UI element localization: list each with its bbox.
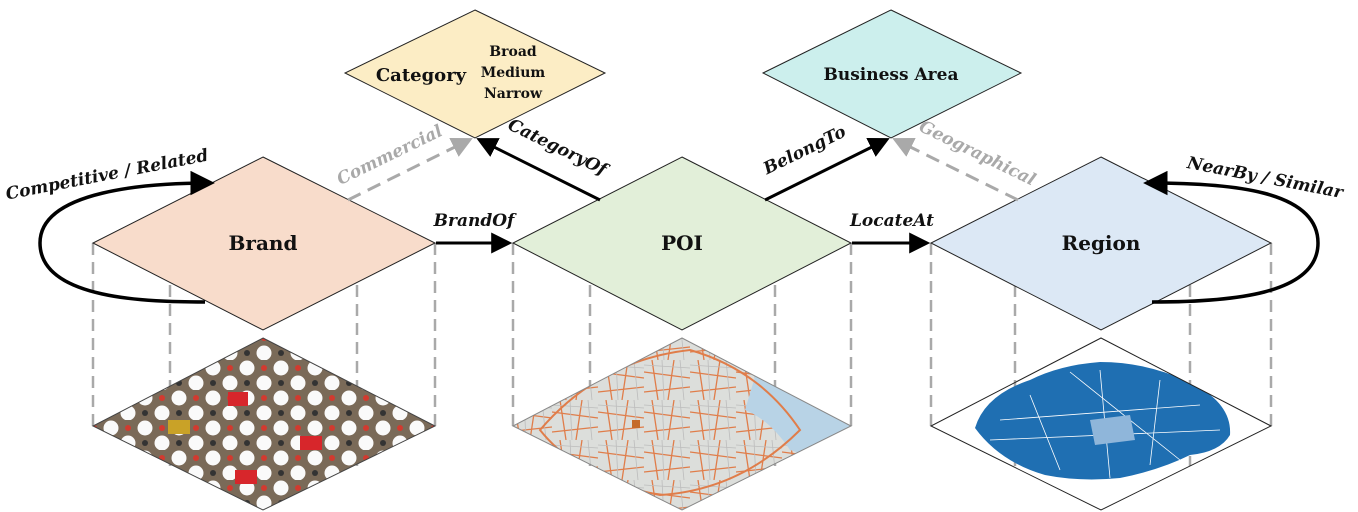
category-level-broad: Broad <box>489 44 537 60</box>
brand-logo-image <box>93 338 435 510</box>
locate-at-label: LocateAt <box>849 211 934 231</box>
region-self-loop-arrow <box>1143 170 1320 304</box>
business-area-node <box>761 9 1023 139</box>
geographical-dashed-arrow <box>892 137 1019 202</box>
region-image-frame <box>929 337 1273 511</box>
category-level-medium: Medium <box>481 65 546 81</box>
belong-to-label: BelongTo <box>759 122 849 180</box>
brand-self-label: Competitive / Related <box>4 146 210 205</box>
region-label: Region <box>1062 231 1141 255</box>
category-of-label: CategoryOf <box>505 115 613 181</box>
brand-image-frame <box>91 337 437 511</box>
projection-lines <box>91 243 1273 466</box>
category-node <box>343 9 607 139</box>
category-label: Category <box>376 65 467 86</box>
brand-label: Brand <box>229 231 298 255</box>
category-of-arrow <box>476 138 601 202</box>
region-division-map-image <box>975 362 1231 480</box>
poi-image-frame <box>511 337 853 511</box>
poi-label: POI <box>661 231 703 255</box>
brand-self-loop-arrow <box>38 170 215 304</box>
business-area-label: Business Area <box>824 65 959 85</box>
belong-to-arrow <box>764 138 890 202</box>
region-self-label: NearBy / Similar <box>1184 153 1345 203</box>
commercial-dashed-arrow <box>347 138 473 202</box>
poi-city-map-image <box>513 338 851 510</box>
category-level-narrow: Narrow <box>484 86 543 102</box>
brand-of-label: BrandOf <box>433 211 517 231</box>
